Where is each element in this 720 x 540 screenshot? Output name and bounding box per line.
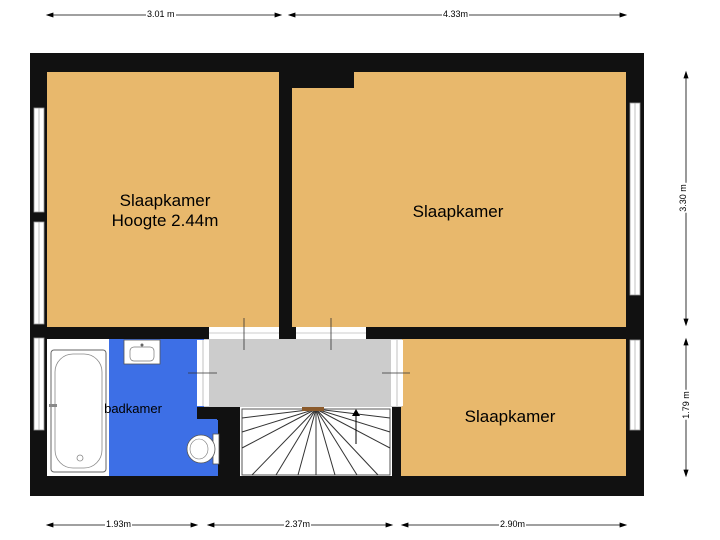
room-label-bathroom: badkamer [88,401,178,417]
bedroom-left-height: Hoogte 2.44m [111,210,219,230]
room-bedroom-left [47,72,279,327]
bedroom-left-name: Slaapkamer [119,191,211,210]
dim-top-left: 3.01 m [146,9,176,19]
room-bedroom-right [292,72,626,327]
wall-hall-bath [197,407,221,419]
bathroom-name: badkamer [104,401,162,416]
room-hallway [204,339,402,407]
room-bedroom-lower [401,339,626,476]
room-label-bedroom-right: Slaapkamer [378,202,538,222]
staircase-icon [241,408,391,476]
room-label-bedroom-lower: Slaapkamer [440,407,580,427]
dim-bottom-middle: 2.37m [284,519,312,529]
dim-bottom-right: 2.90m [499,519,527,529]
wall-notch [292,72,354,88]
dim-right-upper: 3.30 m [677,183,688,213]
dim-top-right: 4.33m [442,9,470,19]
room-label-bedroom-left: Slaapkamer Hoogte 2.44m [80,191,250,230]
bedroom-lower-name: Slaapkamer [464,407,556,426]
bedroom-right-name: Slaapkamer [412,202,504,221]
toilet-icon [186,433,220,465]
dim-right-lower: 1.79 m [680,390,691,420]
dim-bottom-left: 1.93m [105,519,133,529]
